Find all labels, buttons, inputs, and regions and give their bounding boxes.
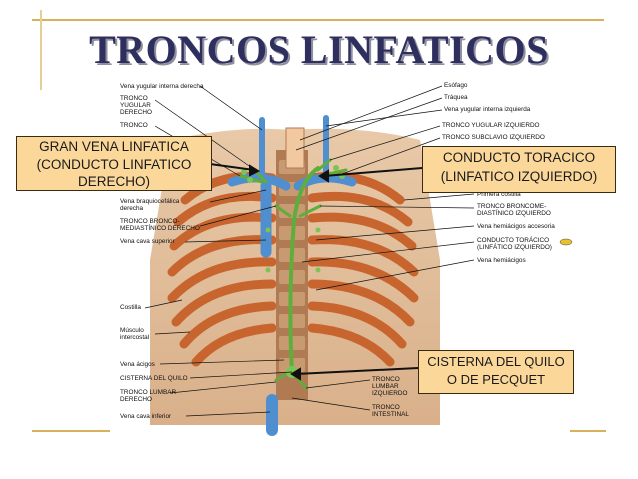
callout-cisterna-del-quilo: CISTERNA DEL QUILO O DE PECQUET <box>418 350 574 394</box>
label-tronco-subclavio-izquierdo: TRONCO SUBCLAVIO IZQUIERDO <box>442 134 545 141</box>
callout-arrows <box>209 163 423 381</box>
label-esofago: Esófago <box>444 82 468 89</box>
label-vena-braquiocefalica-2: derecha <box>120 205 144 212</box>
top-rule <box>32 19 604 21</box>
ribs-left <box>167 171 277 367</box>
label-costilla: Costilla <box>120 304 141 311</box>
label-tronco-intestinal-2: INTESTINAL <box>372 411 409 418</box>
label-vena-hemiacigos-accesoria: Vena hemiácigos accesoria <box>477 223 555 230</box>
label-tronco-broncomediastinico-1: TRONCO BRONCO- <box>120 218 180 225</box>
label-tronco-broncomediastinico-izq-1: TRONCO BRONCOME- <box>477 203 547 210</box>
label-musculo-2: intercostal <box>120 334 150 341</box>
label-conducto-toracico-1: CONDUCTO TORÁCICO <box>477 237 550 244</box>
label-conducto-toracico-2: (LINFÁTICO IZQUIERDO) <box>477 244 552 251</box>
label-tronco: TRONCO <box>120 122 148 129</box>
label-tronco-yugular-2: YUGULAR <box>120 102 151 109</box>
label-tronco-broncomediastinico-izq-2: DIASTÍNICO IZQUIERDO <box>477 210 551 217</box>
label-vena-yugular-interna-derecha: Vena yugular interna derecha <box>120 83 204 90</box>
left-rule <box>40 10 42 90</box>
callout-conducto-toracico: CONDUCTO TORACICO (LINFATICO IZQUIERDO) <box>422 146 616 193</box>
label-vena-cava-inferior: Vena cava inferior <box>120 413 172 420</box>
label-vena-braquiocefalica-1: Vena braquiocefálica <box>120 198 180 205</box>
label-vena-cava-superior: Vena cava superior <box>120 238 175 245</box>
label-tronco-yugular-3: DERECHO <box>120 109 152 116</box>
label-tronco-intestinal-1: TRONCO <box>372 404 400 411</box>
label-musculo-1: Músculo <box>120 327 144 334</box>
bottom-rule-right <box>570 430 606 432</box>
label-tronco-lumbar-izq-2: LUMBAR <box>372 383 399 390</box>
label-tronco-yugular-1: TRONCO <box>120 95 148 102</box>
label-tronco-yugular-izquierdo: TRONCO YUGULAR IZQUIERDO <box>442 122 540 129</box>
label-vena-yugular-interna-izquierda: Vena yugular interna izquierda <box>444 106 531 113</box>
bottom-rule-left <box>32 430 110 432</box>
trachea <box>285 127 305 169</box>
label-traquea: Tráquea <box>444 94 468 101</box>
callout-gran-vena-linfatica: GRAN VENA LINFATICA (CONDUCTO LINFATICO … <box>16 136 212 191</box>
label-vena-acigos: Vena ácigos <box>120 361 155 368</box>
label-tronco-lumbar-izq-1: TRONCO <box>372 376 400 383</box>
label-tronco-lumbar-izq-3: IZQUIERDO <box>372 390 408 397</box>
highlight-oval <box>559 238 573 246</box>
label-tronco-lumbar-derecho-1: TRONCO LUMBAR <box>120 389 177 396</box>
label-cisterna-del-quilo: CISTERNA DEL QUILO <box>120 375 188 382</box>
slide-title: TRONCOS LINFATICOS <box>89 27 549 72</box>
label-vena-hemiacigos: Vena hemiácigos <box>477 257 526 264</box>
label-primera-costilla: Primera costilla <box>477 191 521 198</box>
ribs-right <box>307 171 419 367</box>
label-tronco-broncomediastinico-2: MEDIASTÍNICO DERECHO <box>120 225 200 232</box>
leader-lines-right <box>291 85 475 411</box>
label-tronco-lumbar-derecho-2: DERECHO <box>120 396 152 403</box>
